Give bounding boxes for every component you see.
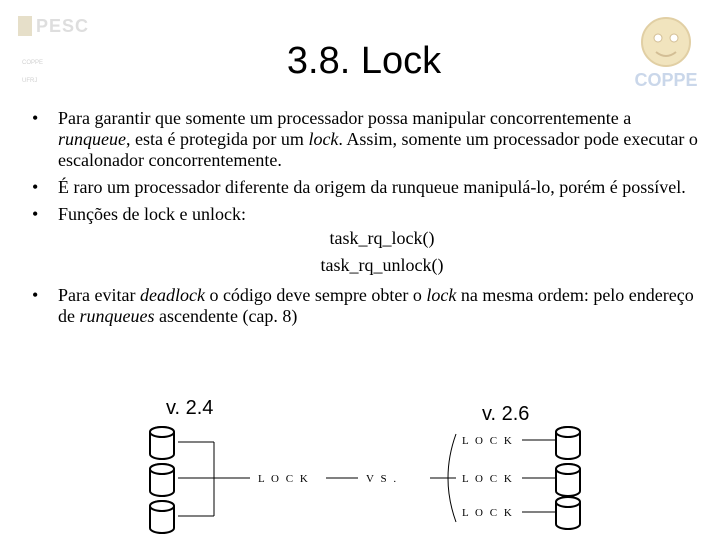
slide-title: 3.8. Lock [286,40,442,82]
bullet-text: , esta é protegida por um [125,129,309,149]
code-line: task_rq_unlock() [320,255,444,275]
runqueue-icon [149,463,175,497]
bullet-text: Para garantir que somente um processador… [58,108,632,128]
runqueue-icon [555,463,581,497]
bullet-text: Funções de lock e unlock: [58,204,246,224]
coppe-logo-text: COPPE [634,70,697,90]
version-label-left: v. 2.4 [166,397,213,419]
runqueue-icon [555,426,581,460]
left-lock-label: L O C K [258,473,310,485]
pesc-logo-line1: COPPE [22,60,44,66]
bullet-item: • É raro um processador diferente da orig… [30,177,706,198]
code-block: task_rq_lock() task_rq_unlock() [58,225,706,279]
coppe-logo: COPPE [634,17,698,90]
version-label-right: v. 2.6 [482,403,529,425]
lock-comparison-diagram: v. 2.4 v. 2.6 L O C K V S . L O C K L O … [149,397,581,534]
bullet-text: lock [426,285,457,305]
bullet-text: na mesma ordem: pelo endereço de [58,285,694,326]
bullet-text: runqueues [79,306,155,326]
bullet-text: Para evitar [58,285,140,305]
vs-label: V S . [366,473,398,485]
bullet-text: deadlock [139,285,205,305]
right-connector-lines [522,439,556,513]
bullet-dot: • [32,204,39,224]
left-connector-lines [178,441,250,517]
bullet-text: ascendente (cap. 8) [154,306,298,326]
bullet-dot: • [32,285,39,305]
bullet-text: lock [308,129,339,149]
right-lock-label-2: L O C K [462,473,514,485]
right-lock-label-1: L O C K [462,435,514,447]
bullet-item: • Para garantir que somente um processado… [30,108,706,171]
runqueue-icon [149,500,175,534]
runqueue-icon [555,496,581,530]
bullet-dot: • [32,177,39,197]
bullet-text: runqueue [58,129,126,149]
bullet-text: o código deve sempre obter o [204,285,427,305]
pesc-logo: PESC COPPE UFRJ [18,12,88,84]
bullet-item: •Funções de lock e unlock:task_rq_lock()… [30,204,706,279]
bullet-dot: • [32,108,39,128]
runqueue-icon [149,426,175,460]
bullet-list: • Para garantir que somente um processado… [30,108,706,333]
code-line: task_rq_lock() [329,228,435,248]
bullet-item: • Para evitar deadlock o código deve semp… [30,285,706,327]
pesc-logo-mark [18,16,32,36]
pesc-logo-text: PESC [36,16,90,36]
bullet-text: . Assim, somente um processador pode exe… [58,129,698,170]
bullet-text: É raro um processador diferente da orige… [58,177,686,197]
right-lock-label-3: L O C K [462,507,514,519]
pesc-logo-line2: UFRJ [22,78,38,84]
